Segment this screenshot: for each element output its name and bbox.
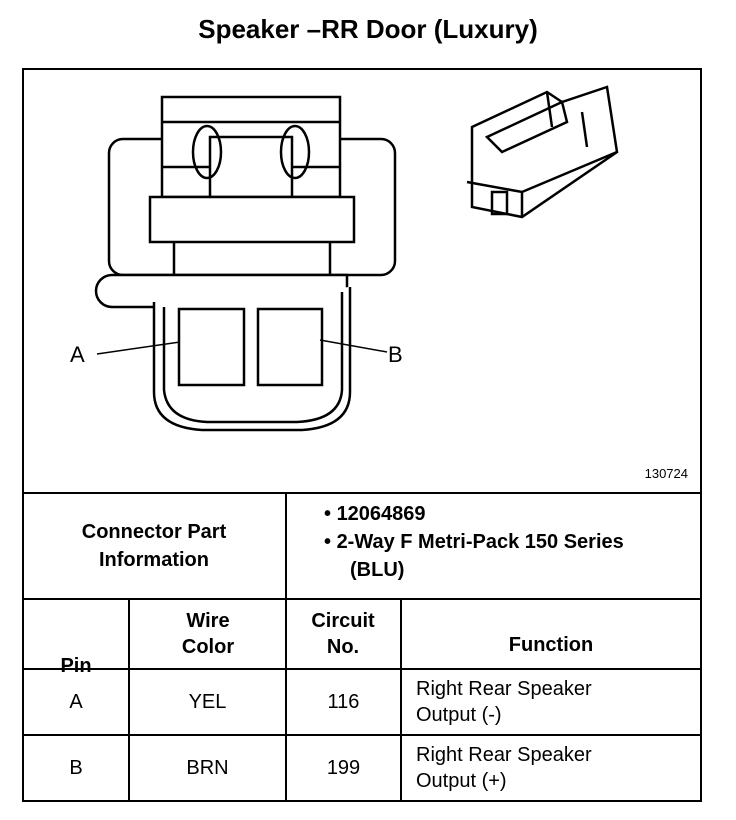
row-b-circuit: 199 xyxy=(326,756,361,779)
header-circuit-no: Circuit No. xyxy=(311,610,375,658)
pin-label-a: A xyxy=(70,342,85,367)
connector-type: • 2-Way F Metri-Pack 150 Series (BLU) xyxy=(324,531,624,581)
connector-iso-view xyxy=(466,85,619,219)
connector-info-label: Connector Part Information xyxy=(81,521,227,571)
row-b-pin: B xyxy=(69,756,83,779)
connector-info-list: • 12064869 • 2-Way F Metri-Pack 150 Seri… xyxy=(324,500,630,584)
row-a-function: Right Rear Speaker Output (-) xyxy=(416,678,592,726)
pin-label-b: B xyxy=(388,342,403,367)
connector-diagram: A B 130724 xyxy=(24,70,700,494)
connector-face-drawing xyxy=(94,85,619,432)
page-title: Speaker –RR Door (Luxury) xyxy=(198,14,538,44)
header-pin: Pin xyxy=(60,655,92,677)
row-a-pin: A xyxy=(69,690,83,713)
row-b-function: Right Rear Speaker Output (+) xyxy=(416,744,592,792)
connector-frame: A B 130724 Connector Part Information • … xyxy=(22,68,702,802)
row-a-circuit: 116 xyxy=(327,690,360,713)
header-function: Function xyxy=(508,633,594,656)
connector-part-number: • 12064869 xyxy=(324,503,426,525)
header-wire-color: Wire Color xyxy=(181,610,235,658)
row-a-color: YEL xyxy=(188,690,227,713)
figure-number: 130724 xyxy=(644,466,688,481)
row-b-color: BRN xyxy=(186,756,229,779)
